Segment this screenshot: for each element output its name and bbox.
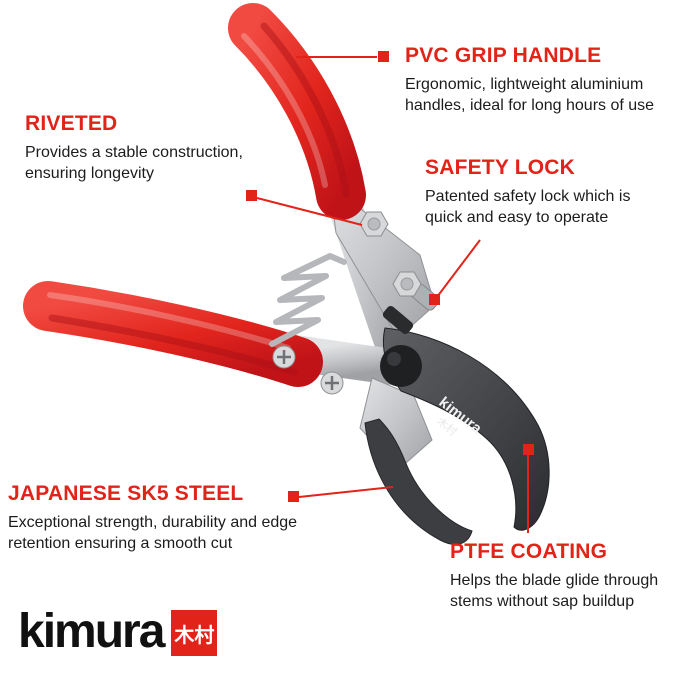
spring <box>269 253 347 347</box>
pivot-bolt <box>380 345 422 387</box>
callout-description-riveted: Provides a stable construction, ensuring… <box>25 144 243 182</box>
cutting-blade <box>382 327 550 531</box>
callout-title-riveted: RIVETED <box>25 112 118 135</box>
callout-marker-riveted <box>246 190 257 201</box>
phillips-screw-left <box>272 345 296 369</box>
callout-line-ptfe <box>523 444 534 533</box>
callout-line-riveted <box>246 190 363 226</box>
callout-title-pvc-grip-handle: PVC GRIP HANDLE <box>405 44 602 67</box>
callout-pvc-grip-handle: PVC GRIP HANDLE Ergonomic, lightweight a… <box>405 44 657 117</box>
callout-line-pvc <box>296 51 389 62</box>
top-handle <box>228 3 366 220</box>
callout-title-japanese-sk5-steel: JAPANESE SK5 STEEL <box>8 482 244 505</box>
callout-marker-pvc <box>378 51 389 62</box>
callout-riveted: RIVETED Provides a stable construction, … <box>25 112 267 185</box>
callout-japanese-sk5-steel: JAPANESE SK5 STEEL Exceptional strength,… <box>8 482 300 555</box>
bottom-handle <box>23 281 323 387</box>
callout-description-pvc-grip-handle: Ergonomic, lightweight aluminium handles… <box>405 76 655 114</box>
callout-description-ptfe-coating: Helps the blade glide through stems with… <box>450 572 659 610</box>
callout-title-ptfe-coating: PTFE COATING <box>450 540 608 563</box>
hex-bolt-lower <box>392 271 422 297</box>
callout-marker-ptfe <box>523 444 534 455</box>
callout-marker-sk5 <box>288 491 299 502</box>
counter-hook <box>364 418 473 545</box>
brand-wordmark: kimura <box>18 605 165 658</box>
callout-title-safety-lock: SAFETY LOCK <box>425 156 575 179</box>
phillips-screw-right <box>320 371 344 395</box>
callout-description-safety-lock: Patented safety lock which is quick and … <box>425 188 631 226</box>
callout-ptfe-coating: PTFE COATING Helps the blade glide throu… <box>450 540 679 613</box>
brand-cjk-badge: 木村 <box>171 610 218 656</box>
callout-marker-safety-lock <box>429 294 440 305</box>
callout-safety-lock: SAFETY LOCK Patented safety lock which i… <box>425 156 657 229</box>
callout-line-sk5 <box>288 486 394 502</box>
callout-description-japanese-sk5-steel: Exceptional strength, durability and edg… <box>8 514 298 552</box>
brand-logo: kimura 木村 <box>18 605 218 658</box>
callout-line-safety-lock <box>429 239 481 305</box>
